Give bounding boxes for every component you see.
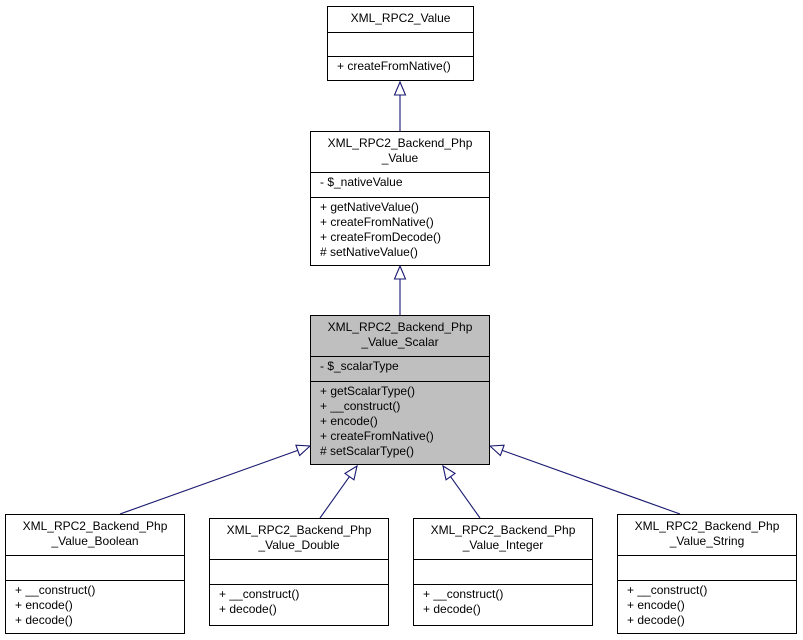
class-name: _Value_Double (258, 538, 340, 552)
class-name: _Value_String (669, 534, 745, 548)
method: + decode() (627, 613, 685, 627)
method: + getScalarType() (320, 384, 416, 398)
edge-backend-to-value (393, 80, 407, 131)
inheritance-arrowhead-icon (343, 464, 358, 481)
method: + encode() (627, 598, 685, 612)
method: + createFromDecode() (320, 230, 442, 244)
method: # setNativeValue() (320, 245, 418, 259)
methods-section: + createFromNative() (328, 56, 473, 80)
edge-line (450, 476, 481, 519)
edge-line (319, 476, 350, 519)
inheritance-arrowhead-icon (488, 444, 505, 457)
method: + createFromNative() (320, 215, 434, 229)
methods-section: + __construct() + decode() (210, 584, 388, 625)
method: + encode() (320, 414, 378, 428)
class-name: XML_RPC2_Backend_Php (22, 519, 168, 533)
edge-integer-to-scalar (442, 464, 481, 519)
edge-string-to-scalar (488, 444, 681, 515)
inheritance-arrowhead-icon (393, 80, 407, 96)
method: + __construct() (219, 587, 300, 601)
method: + __construct() (423, 587, 504, 601)
class-name: XML_RPC2_Backend_Php (430, 523, 576, 537)
methods-section: + __construct() + encode() + decode() (618, 580, 796, 633)
edge-line (119, 449, 298, 515)
edge-boolean-to-scalar (119, 444, 312, 515)
class-box-xml-rpc2-value[interactable]: XML_RPC2_Value + createFromNative() (327, 6, 474, 81)
method: + encode() (15, 598, 73, 612)
class-name: XML_RPC2_Value (350, 11, 451, 25)
method: + decode() (15, 613, 73, 627)
class-title: XML_RPC2_Value (328, 7, 473, 32)
attributes-section (328, 32, 473, 56)
class-name: XML_RPC2_Backend_Php (226, 523, 372, 537)
attributes-section: - $_scalarType (311, 356, 489, 381)
class-title: XML_RPC2_Backend_Php _Value (311, 132, 489, 172)
inheritance-arrowhead-icon (442, 464, 457, 481)
class-name: _Value_Integer (462, 538, 544, 552)
inheritance-arrowhead-icon (393, 264, 407, 280)
method: + __construct() (320, 399, 401, 413)
method: + getNativeValue() (320, 200, 419, 214)
edge-scalar-to-backend (393, 264, 407, 315)
class-title: XML_RPC2_Backend_Php _Value_Scalar (311, 316, 489, 356)
class-title: XML_RPC2_Backend_Php _Value_Double (210, 519, 388, 559)
edge-double-to-scalar (319, 464, 358, 519)
method: + createFromNative() (320, 429, 434, 443)
attribute: - $_nativeValue (320, 175, 403, 189)
attributes-section: - $_nativeValue (311, 172, 489, 197)
method: + decode() (219, 602, 277, 616)
methods-section: + __construct() + decode() (414, 584, 592, 625)
methods-section: + __construct() + encode() + decode() (6, 580, 184, 633)
attributes-section (618, 555, 796, 580)
methods-section: + getScalarType() + __construct() + enco… (311, 381, 489, 464)
class-title: XML_RPC2_Backend_Php _Value_Integer (414, 519, 592, 559)
method: + __construct() (627, 583, 708, 597)
class-name: XML_RPC2_Backend_Php (634, 519, 780, 533)
attributes-section (414, 559, 592, 584)
method: # setScalarType() (320, 444, 415, 458)
attribute: - $_scalarType (320, 359, 399, 373)
class-name: XML_RPC2_Backend_Php (327, 136, 473, 150)
class-name: _Value (381, 151, 419, 165)
method: + createFromNative() (337, 59, 451, 73)
class-box-backend-php-value-scalar[interactable]: XML_RPC2_Backend_Php _Value_Scalar - $_s… (310, 315, 490, 465)
edge-line (502, 449, 681, 515)
class-box-value-integer[interactable]: XML_RPC2_Backend_Php _Value_Integer + __… (413, 518, 593, 626)
class-name: _Value_Boolean (51, 534, 139, 548)
attributes-section (210, 559, 388, 584)
class-name: _Value_Scalar (361, 335, 439, 349)
class-box-value-boolean[interactable]: XML_RPC2_Backend_Php _Value_Boolean + __… (5, 514, 185, 634)
method: + __construct() (15, 583, 96, 597)
class-title: XML_RPC2_Backend_Php _Value_String (618, 515, 796, 555)
class-box-value-string[interactable]: XML_RPC2_Backend_Php _Value_String + __c… (617, 514, 797, 634)
attributes-section (6, 555, 184, 580)
class-box-value-double[interactable]: XML_RPC2_Backend_Php _Value_Double + __c… (209, 518, 389, 626)
methods-section: + getNativeValue() + createFromNative() … (311, 197, 489, 265)
class-box-backend-php-value[interactable]: XML_RPC2_Backend_Php _Value - $_nativeVa… (310, 131, 490, 266)
method: + decode() (423, 602, 481, 616)
inheritance-arrowhead-icon (295, 444, 312, 457)
class-name: XML_RPC2_Backend_Php (327, 320, 473, 334)
class-title: XML_RPC2_Backend_Php _Value_Boolean (6, 515, 184, 555)
